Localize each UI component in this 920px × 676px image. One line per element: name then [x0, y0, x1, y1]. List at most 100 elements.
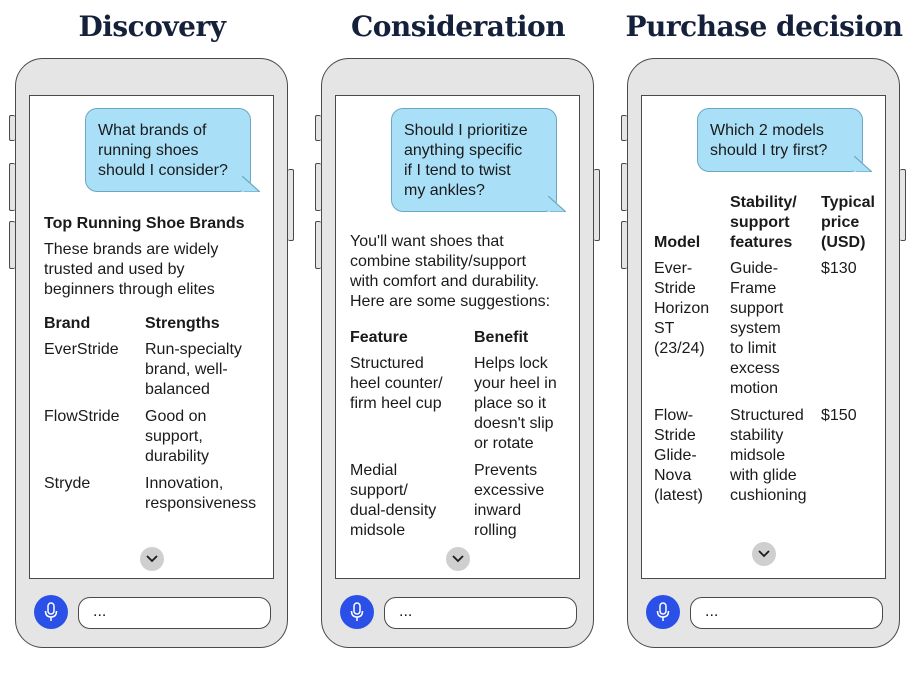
intro-line: These brands are widely: [44, 241, 219, 258]
table-row: Ever- Stride Horizon ST (23/24) Guide- F…: [654, 259, 877, 406]
table-header-row: Model Stability/ support features Typica…: [654, 193, 877, 259]
table-cell: Prevents excessive inward rolling: [474, 461, 571, 548]
column-header-strengths: Strengths: [145, 315, 220, 332]
table-cell: Good on support, durability: [145, 407, 265, 474]
header-line: support: [730, 214, 790, 231]
table-row: Stryde Innovation, responsiveness: [44, 474, 265, 521]
cell-line: (23/24): [654, 340, 705, 357]
table-cell: FlowStride: [44, 407, 145, 474]
table-cell: Ever- Stride Horizon ST (23/24): [654, 259, 730, 406]
cell-line: Good on: [145, 408, 207, 425]
cell-line: Prevents: [474, 462, 538, 479]
chat-screen: Which 2 models should I try first? Model…: [641, 95, 886, 579]
table-cell: Flow- Stride Glide- Nova (latest): [654, 406, 730, 513]
cell-line: excess: [730, 360, 780, 377]
cell-line: stability: [730, 427, 784, 444]
intro-line: combine stability/support: [350, 253, 527, 270]
table-cell: Stryde: [44, 474, 145, 521]
cell-line: cushioning: [730, 487, 807, 504]
cell-line: support/: [350, 482, 408, 499]
cell-line: doesn't slip: [474, 415, 554, 432]
question-line: should I try first?: [710, 142, 828, 159]
cell-line: FlowStride: [44, 408, 120, 425]
price-value: $130: [821, 260, 857, 277]
brand-table: Brand Strengths EverStride Run-specialty…: [44, 314, 265, 521]
table-cell: Structured stability midsole with glide …: [730, 406, 821, 513]
table-cell: Structured heel counter/ firm heel cup: [350, 354, 474, 461]
intro-line: beginners through elites: [44, 281, 215, 298]
cell-line: support,: [145, 428, 203, 445]
message-input[interactable]: ...: [690, 597, 883, 629]
assistant-answer: Model Stability/ support features Typica…: [654, 193, 877, 513]
question-line: my ankles?: [404, 182, 485, 199]
stage-title-discovery: Discovery: [78, 10, 226, 43]
assistant-answer: You'll want shoes that combine stability…: [350, 232, 571, 548]
column-header-benefit: Benefit: [474, 329, 529, 346]
column-header-model: Model: [654, 234, 701, 251]
chevron-down-icon: [757, 550, 770, 558]
chat-screen: Should I prioritize anything specific if…: [335, 95, 580, 579]
cell-line: Medial: [350, 462, 398, 479]
intro-line: You'll want shoes that: [350, 233, 504, 250]
answer-heading: Top Running Shoe Brands: [44, 215, 245, 232]
cell-line: motion: [730, 380, 779, 397]
question-line: Which 2 models: [710, 122, 824, 139]
bubble-tail: [242, 176, 260, 192]
phone-side-button: [315, 163, 321, 211]
answer-intro: You'll want shoes that combine stability…: [350, 232, 571, 312]
cell-line: place so it: [474, 395, 547, 412]
cell-line: balanced: [145, 381, 210, 398]
header-line: Typical: [821, 194, 875, 211]
cell-line: Stride: [654, 427, 696, 444]
scroll-down-button[interactable]: [751, 542, 776, 566]
assistant-answer: Top Running Shoe Brands These brands are…: [44, 214, 265, 521]
chevron-down-icon: [451, 555, 464, 563]
question-line: running shoes: [98, 142, 199, 159]
cell-line: inward: [474, 502, 522, 519]
mic-button[interactable]: [34, 595, 68, 629]
phone-side-button: [288, 169, 294, 241]
cell-line: Ever-: [654, 260, 693, 277]
cell-line: (latest): [654, 487, 703, 504]
table-cell: Guide- Frame support system to limit exc…: [730, 259, 821, 406]
table-row: Structured heel counter/ firm heel cup H…: [350, 354, 571, 461]
scroll-down-button[interactable]: [445, 547, 470, 571]
table-cell: Innovation, responsiveness: [145, 474, 265, 521]
cell-line: or rotate: [474, 435, 534, 452]
cell-line: brand, well-: [145, 361, 228, 378]
cell-line: Stryde: [44, 475, 91, 492]
stage-title-purchase-decision: Purchase decision: [625, 10, 903, 43]
cell-line: Innovation,: [145, 475, 224, 492]
cell-line: rolling: [474, 522, 517, 539]
phone-side-button: [315, 221, 321, 269]
message-input[interactable]: ...: [384, 597, 577, 629]
microphone-icon: [350, 602, 364, 621]
cell-line: firm heel cup: [350, 395, 442, 412]
microphone-icon: [656, 602, 670, 621]
scroll-down-button[interactable]: [139, 547, 164, 571]
header-line: (USD): [821, 234, 866, 251]
phone-side-button: [621, 163, 627, 211]
feature-table: Feature Benefit Structured heel counter/…: [350, 328, 571, 548]
header-line: Stability/: [730, 194, 797, 211]
cell-line: Structured: [350, 355, 424, 372]
user-question-bubble: Which 2 models should I try first?: [697, 108, 872, 172]
mic-button[interactable]: [340, 595, 374, 629]
question-line: if I tend to twist: [404, 162, 511, 179]
microphone-icon: [44, 602, 58, 621]
column-header-brand: Brand: [44, 315, 91, 332]
table-cell: Helps lock your heel in place so it does…: [474, 354, 571, 461]
table-cell: $150: [821, 406, 877, 513]
cell-line: your heel in: [474, 375, 557, 392]
cell-line: support: [730, 300, 784, 317]
phone-discovery: What brands of running shoes should I co…: [9, 58, 294, 648]
phone-side-button: [9, 163, 15, 211]
message-input[interactable]: ...: [78, 597, 271, 629]
table-cell: EverStride: [44, 340, 145, 407]
chevron-down-icon: [145, 555, 158, 563]
user-question-bubble: Should I prioritize anything specific if…: [391, 108, 566, 212]
phone-consideration: Should I prioritize anything specific if…: [315, 58, 600, 648]
table-row: Medial support/ dual-density midsole Pre…: [350, 461, 571, 548]
mic-button[interactable]: [646, 595, 680, 629]
question-line: What brands of: [98, 122, 207, 139]
